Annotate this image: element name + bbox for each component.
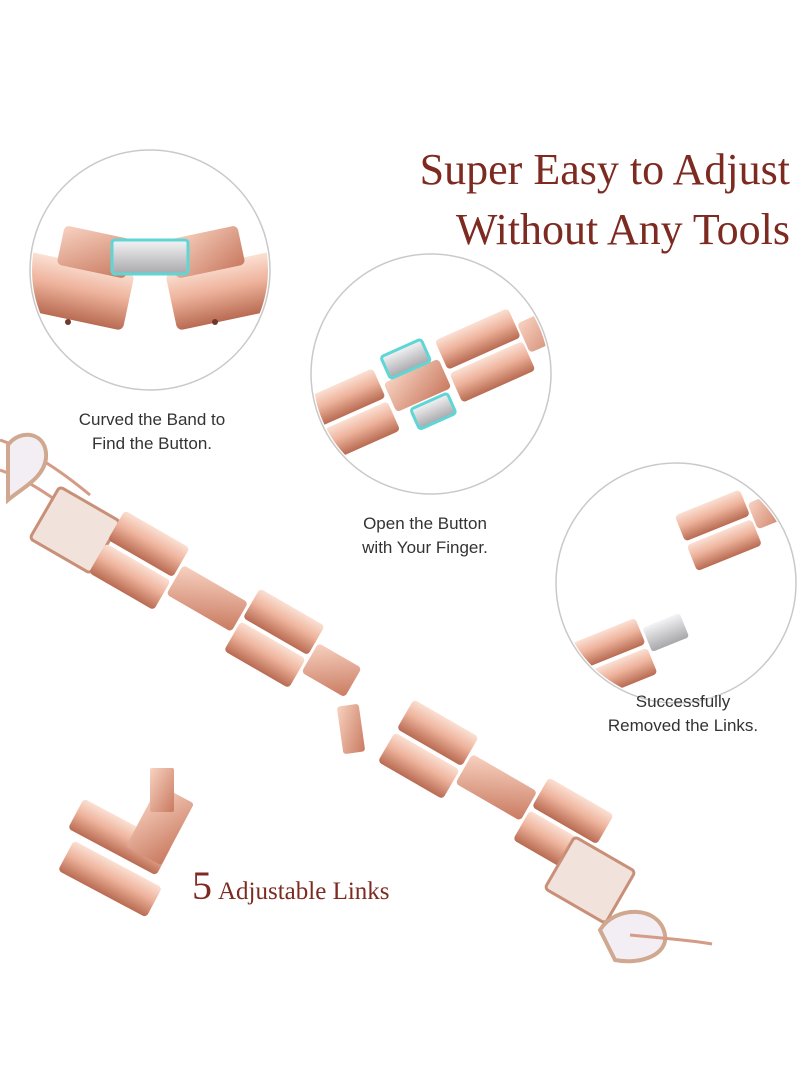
step1-detail-circle — [29, 149, 271, 391]
step1-caption-line1: Curved the Band to — [78, 410, 226, 429]
links-text: Adjustable Links — [218, 878, 390, 905]
watch-band-right — [337, 700, 713, 964]
headline-line-2: Without Any Tools — [455, 205, 790, 254]
step2-detail-circle — [300, 253, 584, 495]
links-count: 5 — [192, 863, 212, 908]
step3-caption: Successfully Removed the Links. — [578, 690, 788, 738]
removed-link — [59, 768, 194, 917]
step1-caption-line2: Find the Button. — [91, 434, 213, 453]
step2-caption: Open the Button with Your Finger. — [325, 512, 525, 560]
step2-caption-line2: with Your Finger. — [362, 538, 488, 557]
step1-caption: Curved the Band to Find the Button. — [52, 408, 252, 456]
step3-detail-circle — [555, 462, 797, 704]
step3-caption-line1: Successfully — [635, 692, 731, 711]
crystal-heart-icon — [6, 432, 49, 505]
clasp-icon — [110, 238, 190, 276]
step2-caption-line1: Open the Button — [363, 514, 487, 533]
step3-caption-line2: Removed the Links. — [607, 716, 759, 735]
watch-band-left — [0, 432, 361, 696]
headline-line-1: Super Easy to Adjust — [419, 145, 790, 194]
